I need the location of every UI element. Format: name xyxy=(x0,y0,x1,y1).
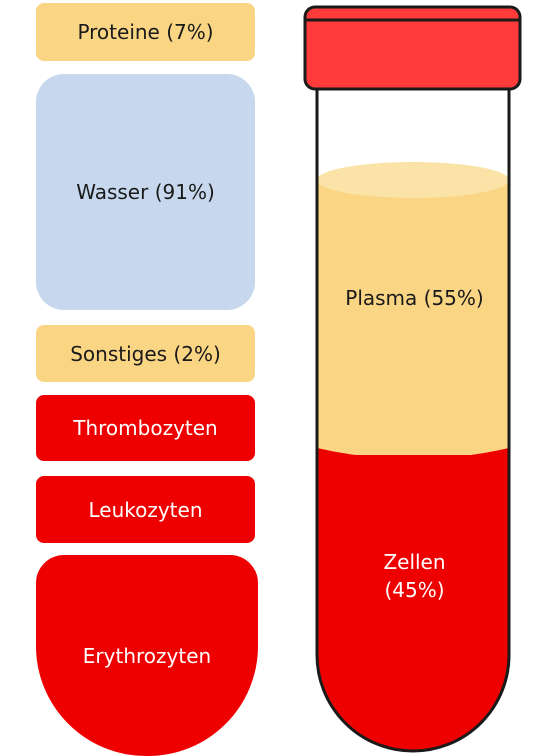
zellen-label-line1: Zellen xyxy=(383,550,446,574)
plasma-layer xyxy=(317,180,509,455)
tube-cap xyxy=(303,5,522,91)
plasma-cells-boundary xyxy=(317,448,509,462)
plasma-label-text: Plasma (55%) xyxy=(345,286,484,310)
thrombozyten-label: Thrombozyten xyxy=(73,416,218,440)
zellen-label: Zellen (45%) xyxy=(316,548,513,604)
plasma-label: Plasma (55%) xyxy=(316,284,513,312)
tube-outline xyxy=(315,83,511,753)
thrombozyten-box: Thrombozyten xyxy=(36,395,255,461)
proteine-box: Proteine (7%) xyxy=(36,3,255,61)
erythrozyten-box: Erythrozyten xyxy=(36,555,258,756)
sonstiges-label: Sonstiges (2%) xyxy=(70,341,221,366)
leukozyten-box: Leukozyten xyxy=(36,476,255,543)
leukozyten-label: Leukozyten xyxy=(88,497,203,522)
zellen-label-line2: (45%) xyxy=(384,578,445,602)
proteine-label: Proteine (7%) xyxy=(77,20,214,44)
cells-layer xyxy=(317,455,509,751)
wasser-box: Wasser (91%) xyxy=(36,74,255,310)
sonstiges-box: Sonstiges (2%) xyxy=(36,325,255,382)
erythrozyten-label: Erythrozyten xyxy=(82,643,212,668)
plasma-surface xyxy=(317,162,509,198)
wasser-label: Wasser (91%) xyxy=(76,180,215,204)
